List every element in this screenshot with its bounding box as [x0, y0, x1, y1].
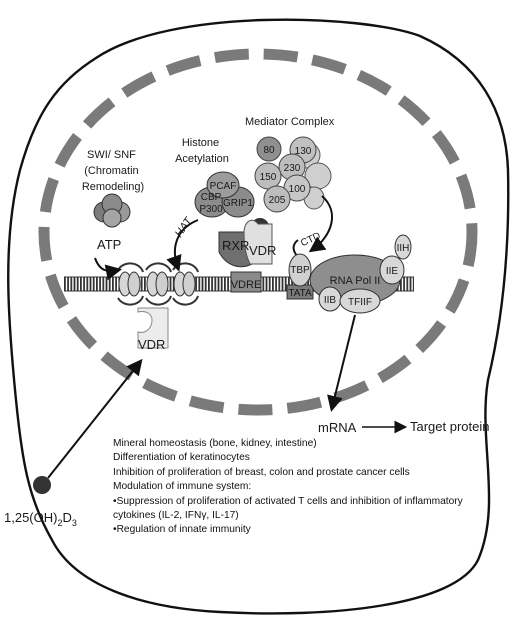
ctd-label: CTD — [299, 231, 322, 250]
effect-item: Differentiation of keratinocytes — [113, 452, 250, 464]
mediator-subunit-130: 130 — [295, 146, 312, 157]
effect-item: •Regulation of innate immunity — [113, 524, 251, 536]
effect-item: •Suppression of proliferation of activat… — [113, 495, 463, 522]
hat-label: HAT — [173, 214, 196, 239]
hat-arrow — [166, 219, 199, 272]
effect-item: Modulation of immune system: — [113, 481, 252, 493]
tfiif — [339, 288, 381, 314]
mrna-label: mRNA — [318, 420, 357, 435]
tfiih — [394, 234, 412, 260]
swi-snf-label: SWI/ SNF (Chromatin Remodeling) — [82, 149, 144, 193]
mediator-complex-label: Mediator Complex — [245, 116, 335, 128]
atp-label: ATP — [97, 237, 121, 252]
ligand-label: 1,25(OH)2D3 — [4, 510, 77, 528]
mediator-subunit-150: 150 — [260, 172, 277, 183]
cell-membrane — [7, 18, 510, 615]
transcription-arrow — [327, 314, 356, 412]
cbp-label: CBP — [201, 192, 222, 203]
iih-label: IIH — [397, 243, 410, 254]
iie-label: IIE — [386, 266, 399, 277]
vdre-box — [230, 271, 262, 293]
iib-label: IIB — [324, 295, 337, 306]
p300-label: P300 — [199, 204, 223, 215]
tfiie — [379, 255, 405, 285]
ligand-arrow — [47, 358, 143, 479]
vdre-label: VDRE — [231, 279, 262, 291]
rxr-vdr-heterodimer: RXR VDR — [218, 219, 276, 268]
vdr-label: VDR — [249, 243, 276, 258]
mediator-subunit-80: 80 — [263, 145, 275, 156]
histone-acetylation-label: Histone Acetylation — [175, 137, 229, 165]
mediator-subunit-205: 205 — [269, 195, 286, 206]
rna-pol-ii-label: RNA Pol II — [330, 275, 381, 287]
effect-item: Mineral homeostasis (bone, kidney, intes… — [113, 438, 317, 449]
tata-label: TATA — [288, 288, 312, 299]
tbp-label: TBP — [290, 265, 310, 276]
tbp — [288, 253, 312, 287]
swi-snf-complex — [93, 193, 131, 228]
effect-item: Inhibition of proliferation of breast, c… — [113, 466, 410, 478]
atp-arrow — [94, 257, 122, 281]
tfiif-label: TFIIF — [348, 297, 372, 308]
nucleosome — [117, 262, 144, 306]
mediator-subunit-100: 100 — [289, 184, 306, 195]
coactivator-complex: PCAF CBP P300 GRIP1 — [194, 171, 255, 218]
mediator-subunit-230: 230 — [284, 163, 301, 174]
nucleosome — [172, 262, 199, 306]
vdr-unbound-label: VDR — [138, 337, 165, 352]
nucleosome — [145, 262, 172, 306]
mediator-complex: 80 130 230 150 100 205 — [254, 136, 332, 213]
grip1-label: GRIP1 — [223, 198, 253, 209]
vdr-unbound: VDR — [137, 307, 169, 352]
mediator-arrow — [308, 195, 333, 253]
pcaf-label: PCAF — [210, 181, 237, 192]
biological-effects-list: Mineral homeostasis (bone, kidney, intes… — [113, 437, 503, 538]
target-protein-label: Target protein — [410, 419, 490, 434]
rxr-label: RXR — [222, 238, 249, 253]
ligand-molecule — [33, 476, 51, 494]
nuclear-envelope — [38, 48, 478, 416]
